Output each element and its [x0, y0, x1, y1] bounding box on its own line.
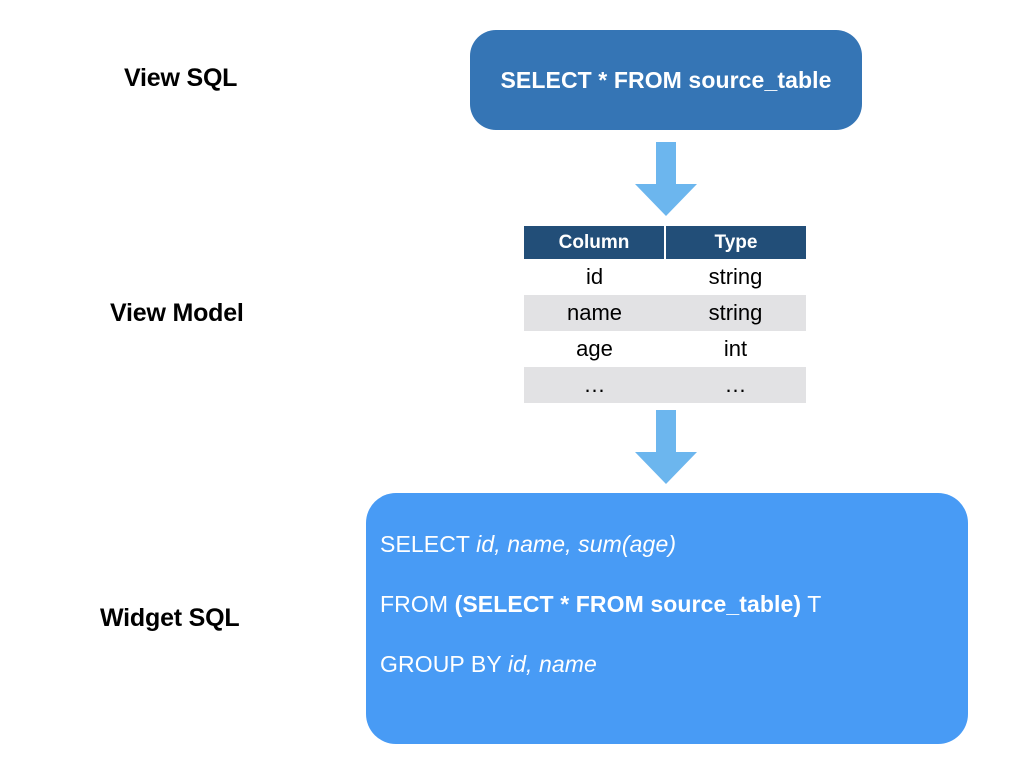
table-row: name string — [524, 295, 806, 331]
widget-sql-group-by-fields: id, name — [507, 651, 597, 677]
down-arrow-icon — [635, 410, 697, 484]
table-cell-column: name — [524, 295, 665, 331]
table-row: id string — [524, 259, 806, 295]
stage-label-widget-sql: Widget SQL — [100, 604, 240, 632]
widget-sql-line-select: SELECT id, name, sum(age) — [380, 531, 968, 558]
widget-sql-select-fields: id, name, sum(age) — [476, 531, 677, 557]
table-header-type: Type — [665, 226, 806, 259]
stage-label-view-model: View Model — [110, 299, 244, 327]
view-sql-statement: SELECT * FROM source_table — [500, 66, 832, 93]
table-cell-column: id — [524, 259, 665, 295]
view-sql-box: SELECT * FROM source_table — [470, 30, 862, 130]
widget-sql-from-keyword: FROM — [380, 591, 455, 617]
widget-sql-box: SELECT id, name, sum(age) FROM (SELECT *… — [366, 493, 968, 744]
down-arrow-icon — [635, 142, 697, 216]
view-model-schema-table: Column Type id string name string age in… — [524, 226, 806, 403]
table-header-row: Column Type — [524, 226, 806, 259]
widget-sql-from-subquery: (SELECT * FROM source_table) — [454, 591, 802, 617]
table-cell-type: int — [665, 331, 806, 367]
widget-sql-line-group-by: GROUP BY id, name — [380, 651, 968, 678]
table-cell-type: string — [665, 259, 806, 295]
stage-label-view-sql: View SQL — [124, 64, 238, 92]
table-cell-type: string — [665, 295, 806, 331]
widget-sql-from-alias: T — [801, 591, 822, 617]
table-cell-type: … — [665, 367, 806, 403]
table-cell-column: … — [524, 367, 665, 403]
table-cell-column: age — [524, 331, 665, 367]
widget-sql-line-from: FROM (SELECT * FROM source_table) T — [380, 591, 968, 618]
widget-sql-group-by-keyword: GROUP BY — [380, 651, 508, 677]
table-row: age int — [524, 331, 806, 367]
widget-sql-select-keyword: SELECT — [380, 531, 477, 557]
table-header-column: Column — [524, 226, 666, 259]
table-row: … … — [524, 367, 806, 403]
